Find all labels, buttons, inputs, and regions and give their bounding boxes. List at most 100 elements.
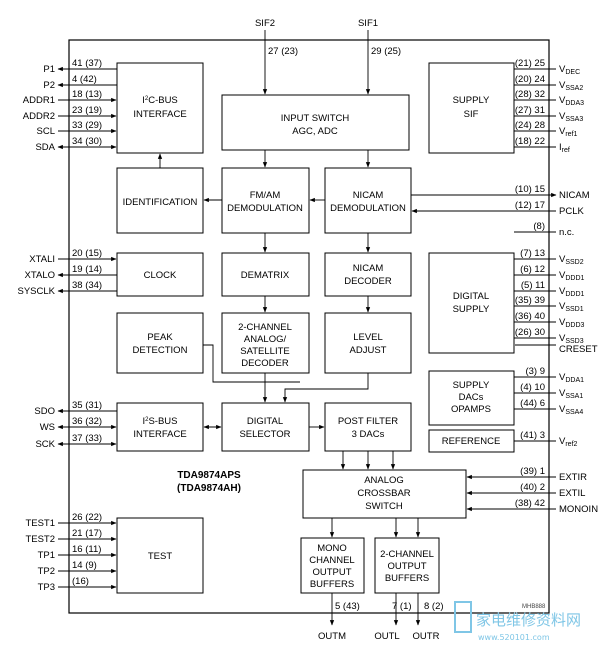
svg-text:34 (30): 34 (30)	[72, 136, 102, 147]
svg-text:DIGITAL: DIGITAL	[247, 416, 283, 427]
svg-text:SIF1: SIF1	[358, 18, 378, 29]
i2s-bus-interface-block: I2S-BUS INTERFACE	[116, 402, 204, 452]
svg-text:8 (2): 8 (2)	[424, 601, 444, 612]
svg-text:21 (17): 21 (17)	[72, 528, 102, 539]
svg-text:VSSA4: VSSA4	[559, 404, 583, 416]
svg-text:DETECTION: DETECTION	[133, 345, 188, 356]
svg-text:VDDD3: VDDD3	[559, 317, 585, 329]
watermark: 家电维修资料网 www.520101.com	[454, 601, 581, 642]
left-pins: P1 41 (37) P2 4 (42) ADDR1 18 (13) ADDR2…	[18, 58, 117, 593]
svg-text:18 (13): 18 (13)	[72, 89, 102, 100]
svg-text:TP1: TP1	[38, 550, 55, 561]
svg-text:XTALI: XTALI	[29, 254, 55, 265]
svg-text:MONO: MONO	[317, 543, 347, 554]
svg-text:SATELLITE: SATELLITE	[240, 346, 289, 357]
svg-text:(40) 2: (40) 2	[520, 482, 545, 493]
mono-output-buffers-block: MONO CHANNEL OUTPUT BUFFERS	[300, 537, 365, 594]
svg-text:Iref: Iref	[559, 142, 570, 154]
svg-text:REFERENCE: REFERENCE	[442, 436, 501, 447]
svg-text:Vref2: Vref2	[559, 436, 578, 448]
svg-text:(36) 40: (36) 40	[515, 311, 545, 322]
svg-text:CROSSBAR: CROSSBAR	[357, 488, 410, 499]
svg-text:ADJUST: ADJUST	[350, 345, 387, 356]
svg-text:INTERFACE: INTERFACE	[133, 109, 186, 120]
i2c-bus-interface-block: I2C-BUS INTERFACE	[116, 62, 204, 154]
svg-text:(18) 22: (18) 22	[515, 136, 545, 147]
svg-text:INPUT SWITCH: INPUT SWITCH	[281, 113, 350, 124]
svg-text:5 (43): 5 (43)	[335, 601, 360, 612]
svg-text:EXTIR: EXTIR	[559, 472, 587, 483]
svg-text:VDDA3: VDDA3	[559, 95, 584, 107]
watermark-logo-icon	[454, 601, 472, 633]
svg-text:2-CHANNEL: 2-CHANNEL	[380, 549, 434, 560]
svg-text:(41) 3: (41) 3	[520, 430, 545, 441]
digital-selector-block: DIGITAL SELECTOR	[221, 402, 310, 452]
svg-text:CLOCK: CLOCK	[144, 270, 177, 281]
svg-text:I2S-BUS: I2S-BUS	[142, 416, 177, 427]
svg-text:OUTM: OUTM	[318, 631, 346, 642]
svg-text:TP3: TP3	[38, 582, 55, 593]
svg-text:OUTPUT: OUTPUT	[312, 567, 351, 578]
svg-text:POST FILTER: POST FILTER	[338, 416, 398, 427]
svg-text:(28) 32: (28) 32	[515, 89, 545, 100]
analog-crossbar-switch-block: ANALOG CROSSBAR SWITCH	[302, 469, 467, 519]
svg-text:SUPPLY: SUPPLY	[453, 95, 490, 106]
svg-text:OUTPUT: OUTPUT	[387, 561, 426, 572]
svg-text:CRESET: CRESET	[559, 344, 598, 355]
fm-am-demodulation-block: FM/AM DEMODULATION	[221, 167, 310, 234]
svg-text:(10) 15: (10) 15	[515, 184, 545, 195]
svg-text:P2: P2	[43, 80, 55, 91]
svg-text:XTALO: XTALO	[25, 270, 55, 281]
svg-text:TP2: TP2	[38, 566, 55, 577]
internal-connections	[157, 150, 421, 538]
figure-reference: MHB888	[522, 604, 546, 610]
svg-text:(7) 13: (7) 13	[520, 248, 545, 259]
svg-text:(44) 6: (44) 6	[520, 398, 545, 409]
svg-text:P1: P1	[43, 64, 55, 75]
svg-text:27 (23): 27 (23)	[268, 46, 298, 57]
svg-text:BUFFERS: BUFFERS	[385, 573, 429, 584]
svg-text:OUTR: OUTR	[413, 631, 440, 642]
nicam-decoder-block: NICAM DECODER	[324, 252, 412, 297]
svg-text:VSSD2: VSSD2	[559, 254, 584, 266]
svg-text:SYSCLK: SYSCLK	[18, 286, 56, 297]
svg-text:OPAMPS: OPAMPS	[451, 404, 491, 415]
post-filter-block: POST FILTER 3 DACs	[324, 402, 412, 452]
svg-text:SELECTOR: SELECTOR	[239, 429, 290, 440]
svg-text:37 (33): 37 (33)	[72, 433, 102, 444]
svg-text:CHANNEL: CHANNEL	[309, 555, 354, 566]
identification-block: IDENTIFICATION	[116, 167, 204, 234]
svg-text:23 (19): 23 (19)	[72, 105, 102, 116]
svg-text:EXTIL: EXTIL	[559, 488, 585, 499]
svg-text:SUPPLY: SUPPLY	[453, 380, 490, 391]
svg-text:PCLK: PCLK	[559, 206, 584, 217]
svg-text:ADDR1: ADDR1	[23, 95, 55, 106]
svg-text:NICAM: NICAM	[559, 190, 590, 201]
svg-text:BUFFERS: BUFFERS	[310, 579, 354, 590]
svg-text:IDENTIFICATION: IDENTIFICATION	[123, 197, 198, 208]
svg-text:4 (42): 4 (42)	[72, 74, 97, 85]
svg-text:SIF: SIF	[464, 109, 479, 120]
peak-detection-block: PEAK DETECTION	[116, 312, 204, 374]
svg-text:VSSA2: VSSA2	[559, 80, 583, 92]
top-signal-sif2: SIF2 27 (23)	[255, 18, 298, 95]
svg-text:AGC, ADC: AGC, ADC	[292, 126, 338, 137]
svg-text:35 (31): 35 (31)	[72, 400, 102, 411]
svg-text:3 DACs: 3 DACs	[352, 429, 385, 440]
svg-text:(26) 30: (26) 30	[515, 327, 545, 338]
bottom-outputs: 5 (43) OUTM 7 (1) OUTL 8 (2) OUTR	[318, 593, 444, 642]
svg-text:LEVEL: LEVEL	[353, 332, 383, 343]
svg-text:7 (1): 7 (1)	[392, 601, 412, 612]
svg-text:ANALOG/: ANALOG/	[244, 334, 287, 345]
svg-text:n.c.: n.c.	[559, 227, 574, 238]
svg-text:(27) 31: (27) 31	[515, 105, 545, 116]
test-block: TEST	[116, 517, 204, 594]
clock-block: CLOCK	[116, 252, 204, 297]
input-switch-block: INPUT SWITCH AGC, ADC	[221, 94, 410, 151]
svg-text:DECODER: DECODER	[241, 358, 289, 369]
svg-text:SUPPLY: SUPPLY	[453, 304, 490, 315]
svg-text:16 (11): 16 (11)	[72, 544, 101, 555]
chip-type-label: TDA9874APS	[177, 470, 241, 481]
reference-block: REFERENCE	[428, 429, 515, 453]
svg-text:www.520101.com: www.520101.com	[478, 633, 550, 642]
